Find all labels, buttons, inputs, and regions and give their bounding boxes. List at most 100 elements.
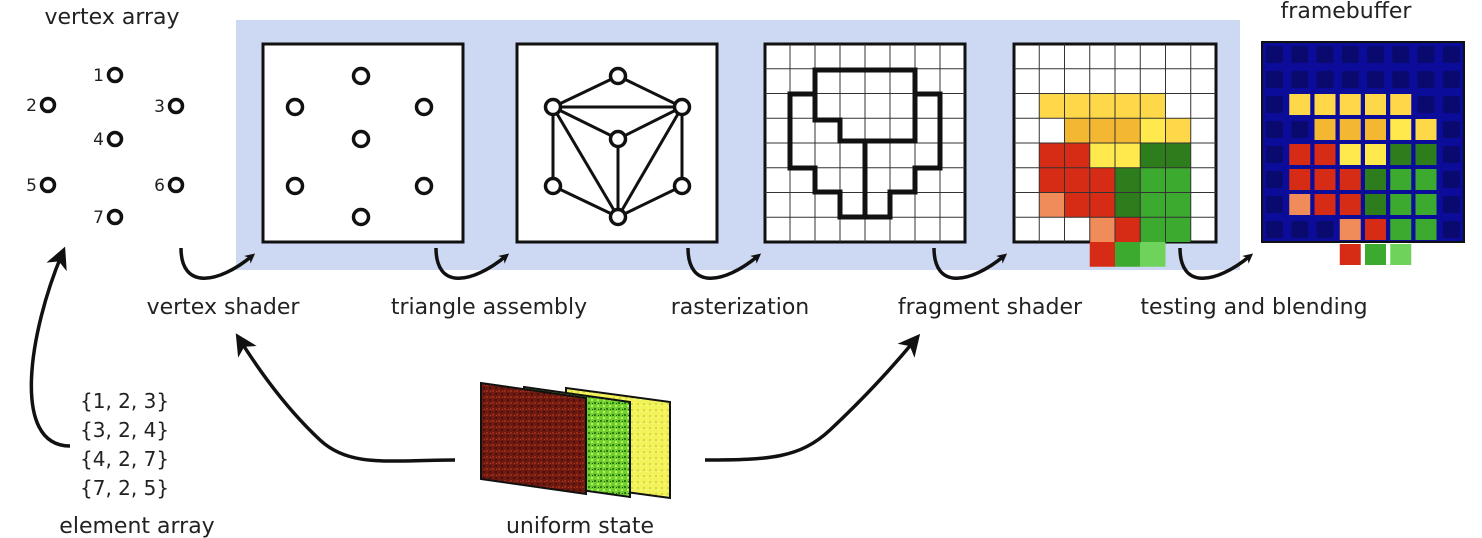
fragment-cell <box>1039 192 1065 218</box>
framebuffer-cell <box>1442 221 1460 238</box>
vertex-number: 2 <box>26 96 37 116</box>
framebuffer-cell <box>1266 96 1283 113</box>
framebuffer-fragment <box>1339 219 1361 240</box>
vertex-number: 5 <box>26 176 37 196</box>
framebuffer-fragment <box>1314 94 1336 115</box>
fragment-cell <box>1115 217 1141 242</box>
framebuffer-fragment <box>1415 169 1437 190</box>
framebuffer-fragment <box>1365 144 1386 165</box>
framebuffer-cell <box>1442 96 1460 113</box>
fragment-cell <box>1140 242 1166 267</box>
vertex-point-icon <box>39 176 57 194</box>
framebuffer-fragment <box>1339 144 1361 165</box>
framebuffer-fragment <box>1339 94 1361 115</box>
framebuffer-fragment <box>1390 219 1412 240</box>
framebuffer-cell <box>1442 46 1460 63</box>
framebuffer-cell <box>1442 171 1460 188</box>
framebuffer-cell <box>1442 71 1460 88</box>
vertex-point-icon <box>351 66 371 86</box>
vertex-number: 7 <box>93 208 104 228</box>
framebuffer-cell <box>1341 46 1359 63</box>
framebuffer-fragment <box>1314 119 1336 140</box>
framebuffer-fragment <box>1390 194 1412 215</box>
vertex-number: 6 <box>154 176 165 196</box>
fragment-cell <box>1115 118 1141 143</box>
arrow-curved-icon <box>932 247 1008 280</box>
framebuffer-cell <box>1266 146 1283 163</box>
framebuffer-fragment <box>1289 94 1311 115</box>
vertex-point-icon <box>414 97 434 117</box>
framebuffer-cell <box>1266 71 1283 88</box>
fragment-cell <box>1089 118 1115 143</box>
vertex-point-icon <box>543 97 563 117</box>
framebuffer-fragment <box>1365 219 1386 240</box>
framebuffer-fragment <box>1289 194 1311 215</box>
vertex-point-icon <box>39 96 57 114</box>
arrow-curved-icon <box>704 333 921 462</box>
element-array-row: {1, 2, 3} <box>80 389 169 413</box>
vertex-point-icon <box>167 176 185 194</box>
framebuffer-cell <box>1316 71 1334 88</box>
vertex-point-icon <box>608 129 628 149</box>
fragment-cell <box>1064 167 1090 193</box>
framebuffer-fragment <box>1415 144 1437 165</box>
fragment-cell <box>1140 217 1166 242</box>
framebuffer-cell <box>1291 71 1309 88</box>
arrow-curved-icon <box>235 333 456 463</box>
element-array-label: element array <box>59 514 214 538</box>
framebuffer-fragment <box>1390 119 1412 140</box>
fragment-cell <box>1165 192 1191 218</box>
triangle-edge <box>616 106 684 218</box>
framebuffer-fragment <box>1365 119 1386 140</box>
framebuffer-cell <box>1417 46 1435 63</box>
vertex-point-icon <box>167 97 185 115</box>
rasterization-label: rasterization <box>671 295 809 320</box>
framebuffer-cell <box>1417 96 1435 113</box>
framebuffer-fragment <box>1390 244 1412 265</box>
fragment-cell <box>1140 167 1166 193</box>
triangle-edge <box>552 184 619 219</box>
fragment-cell <box>1165 167 1191 193</box>
fragment-cell <box>1115 192 1141 218</box>
framebuffer-cell <box>1417 71 1435 88</box>
framebuffer-label: framebuffer <box>1281 0 1413 24</box>
framebuffer-fragment <box>1289 169 1311 190</box>
vertex-shader-label: vertex shader <box>147 295 301 320</box>
element-array-row: {3, 2, 4} <box>80 418 169 442</box>
framebuffer-cell <box>1266 196 1283 213</box>
vertex-point-icon <box>414 176 434 196</box>
framebuffer-cell <box>1291 221 1309 238</box>
triangle-edges <box>551 74 684 219</box>
framebuffer-cell <box>1392 46 1410 63</box>
triangle-edge <box>617 105 683 141</box>
arrow-curved-icon <box>434 247 510 280</box>
framebuffer-fragment <box>1365 244 1386 265</box>
framebuffer-cell <box>1266 171 1283 188</box>
triangle-points <box>543 66 692 227</box>
framebuffer-fragment <box>1314 169 1336 190</box>
vertex-number: 3 <box>154 97 165 117</box>
vertex-point-icon <box>672 176 692 196</box>
framebuffer-cell <box>1266 121 1283 138</box>
triangle-edge <box>617 74 683 109</box>
fragment-cell <box>1115 93 1141 119</box>
triangle-assembly-label: triangle assembly <box>391 295 587 320</box>
framebuffer-cell <box>1367 46 1384 63</box>
framebuffer-cell <box>1266 46 1283 63</box>
uniform-state-textures <box>480 381 671 500</box>
vertex-point-icon <box>608 207 628 227</box>
vertex-number: 1 <box>93 66 104 86</box>
vertex-point-icon <box>106 66 124 84</box>
testing-blending-label: testing and blending <box>1140 295 1367 320</box>
fragment-cell <box>1039 167 1065 193</box>
arrow-curved-icon <box>179 247 256 280</box>
fragment-cells <box>1039 93 1191 267</box>
framebuffer-cell <box>1316 221 1334 238</box>
arrow-curved-icon <box>686 247 762 280</box>
framebuffer-cell <box>1442 146 1460 163</box>
vertex-point-icon <box>106 208 124 226</box>
fragment-cell <box>1140 93 1166 119</box>
fragment-cell <box>1140 192 1166 218</box>
framebuffer-cell <box>1291 46 1309 63</box>
